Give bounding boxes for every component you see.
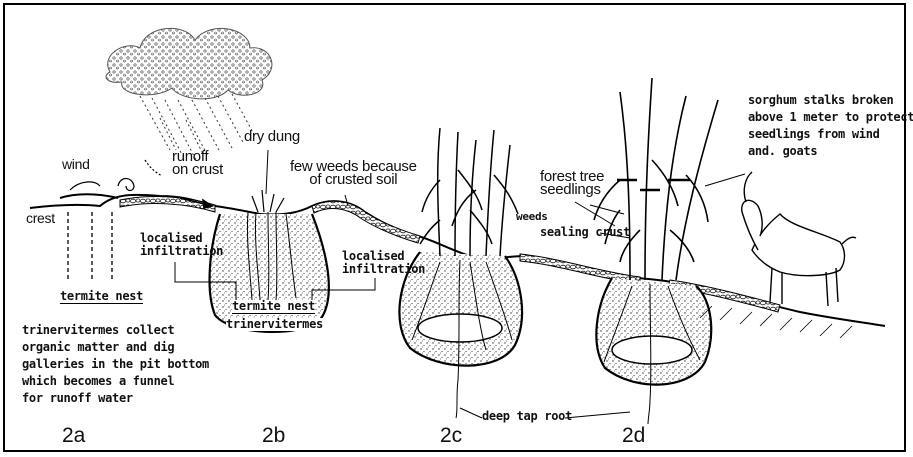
label-trinervitermes: trinervitermes: [226, 318, 323, 331]
label-localised-1-line2: infiltration: [140, 245, 223, 258]
label-termite-nest-2a: termite nest: [60, 290, 143, 304]
panel-label-2a: 2a: [62, 424, 85, 448]
sorghum-line: and. goats: [748, 143, 913, 160]
label-localised-infiltration-1: localised infiltration: [140, 232, 223, 258]
description-line: for runoff water: [22, 390, 209, 407]
sorghum-line: seedlings from wind: [748, 126, 913, 143]
sorghum-line: above 1 meter to protect: [748, 109, 913, 126]
pit-2d-core: [612, 336, 692, 364]
label-runoff-line2: on crust: [172, 163, 223, 176]
label-sorghum-note: sorghum stalks broken above 1 meter to p…: [748, 92, 913, 160]
leader-sorghum: [705, 174, 745, 186]
goat: [742, 172, 856, 306]
label-crest: crest: [26, 212, 55, 225]
description-line: galleries in the pit bottom: [22, 356, 209, 373]
label-forest-tree-seedlings: forest tree seedlings: [540, 170, 604, 196]
label-wind: wind: [62, 158, 90, 171]
label-dry-dung: dry dung: [244, 130, 300, 143]
panel-label-2c: 2c: [440, 424, 462, 448]
termite-galleries-2a: [68, 212, 112, 282]
label-weeds: weeds: [516, 210, 548, 223]
description-line: organic matter and dig: [22, 339, 209, 356]
label-termite-nest-2b: termite nest: [232, 300, 315, 314]
description-text: trinervitermes collect organic matter an…: [22, 322, 209, 407]
description-line: trinervitermes collect: [22, 322, 209, 339]
label-deep-tap-root: deep tap root: [482, 410, 572, 423]
label-forest-line2: seedlings: [540, 183, 604, 196]
sorghum-plants-2d: [594, 78, 718, 280]
sorghum-plants-2c: [420, 128, 518, 256]
pit-2c-core: [418, 314, 502, 342]
panel-label-2d: 2d: [622, 424, 645, 448]
dry-dung-tuft: [252, 190, 284, 212]
label-sealing-crust: sealing crust: [540, 226, 630, 239]
pit-2d: [596, 278, 711, 385]
sorghum-line: sorghum stalks broken: [748, 92, 913, 109]
leader-dry-dung: [266, 150, 268, 194]
label-localised-infiltration-2: localised infiltration: [342, 250, 425, 276]
label-few-weeds: few weeds because of crusted soil: [290, 160, 417, 186]
label-runoff: runoff on crust: [172, 150, 223, 176]
label-localised-2-line2: infiltration: [342, 263, 425, 276]
panel-label-2b: 2b: [262, 424, 285, 448]
description-line: which becomes a funnel: [22, 373, 209, 390]
